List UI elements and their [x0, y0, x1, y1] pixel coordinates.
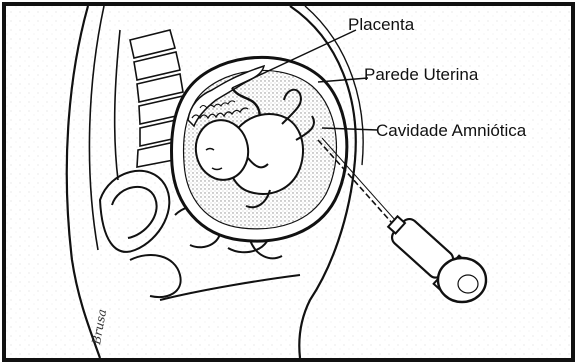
label-amniotic-cavity: Cavidade Amniótica [376, 121, 527, 140]
syringe-plunger [438, 258, 486, 302]
label-uterine-wall: Parede Uterina [364, 65, 479, 84]
label-placenta: Placenta [348, 15, 415, 34]
